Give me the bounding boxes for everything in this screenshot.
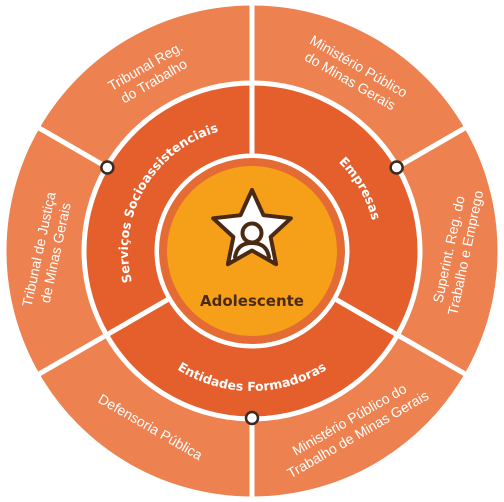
connector-dot-2	[389, 160, 404, 175]
ring-connectors	[100, 160, 404, 426]
star-person-icon	[211, 188, 293, 267]
middle-ring	[81, 80, 423, 422]
connector-dot-3	[244, 410, 260, 426]
connector-dot-1	[100, 160, 115, 175]
center-label: Adolescente	[200, 292, 304, 310]
